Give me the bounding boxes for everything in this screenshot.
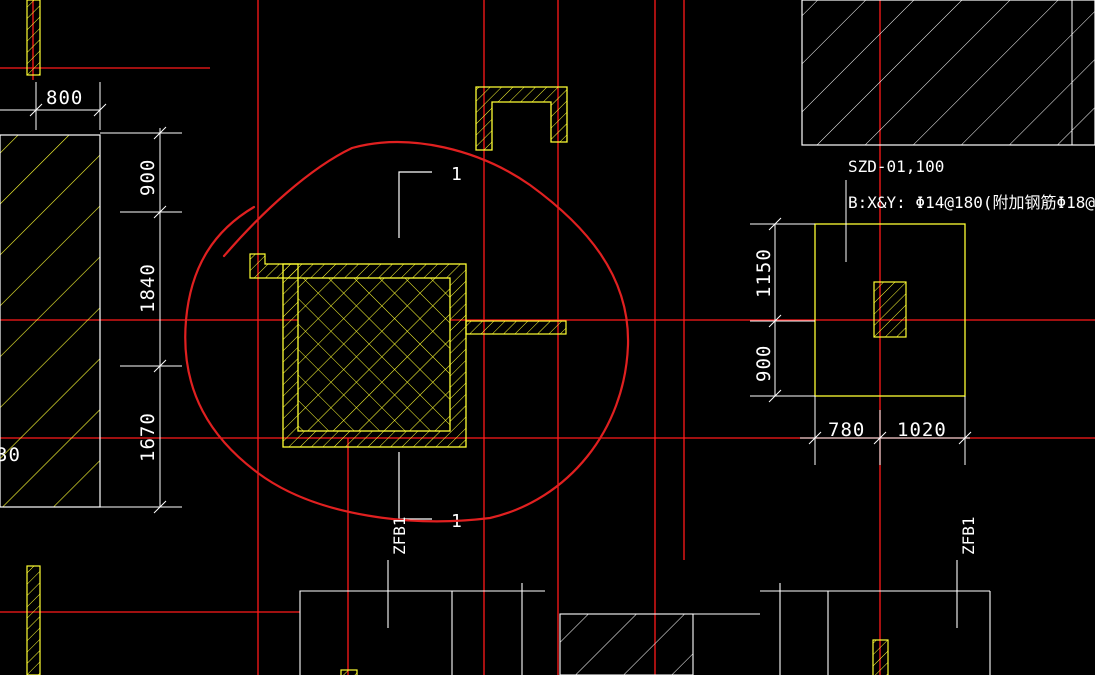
beam-label-left: ZFB1 xyxy=(390,516,409,555)
markup-circle xyxy=(184,141,630,523)
left-dimension-lines xyxy=(0,82,182,514)
top-right-wall-block xyxy=(801,0,1095,146)
left-wall-block xyxy=(0,134,101,508)
footing-outline xyxy=(814,223,966,397)
pit-footing-detail xyxy=(249,253,567,448)
dim-right-780: 780 xyxy=(828,419,865,441)
right-dimension-lines xyxy=(750,180,972,465)
left-column-top xyxy=(26,0,41,76)
dim-right-1020: 1020 xyxy=(897,419,947,441)
dim-left-1840: 1840 xyxy=(137,263,159,313)
dim-left-1670: 1670 xyxy=(137,412,159,462)
dim-left-cut: 30 xyxy=(0,444,21,466)
footing-rebar-label: B:X&Y: Φ14@180(附加钢筋Φ18@180) xyxy=(848,193,1095,212)
bottom-column-left xyxy=(340,669,358,675)
left-column-bottom xyxy=(26,565,41,675)
bottom-column-right xyxy=(872,639,889,675)
u-shaped-wall xyxy=(475,86,568,151)
footing-szd01 xyxy=(814,223,966,397)
dim-right-1150: 1150 xyxy=(753,248,775,298)
dim-right-900: 900 xyxy=(753,345,775,382)
dim-left-800: 800 xyxy=(46,87,83,109)
pit-left-stub xyxy=(249,253,299,279)
footing-column xyxy=(873,281,907,338)
beam-label-right: ZFB1 xyxy=(959,516,978,555)
bottom-hatched-wall xyxy=(559,613,694,675)
footing-name-label: SZD-01,100 xyxy=(848,157,944,176)
section-mark-top: 1 xyxy=(451,164,462,185)
dim-left-900: 900 xyxy=(137,159,159,196)
pit-right-beam xyxy=(465,320,567,335)
